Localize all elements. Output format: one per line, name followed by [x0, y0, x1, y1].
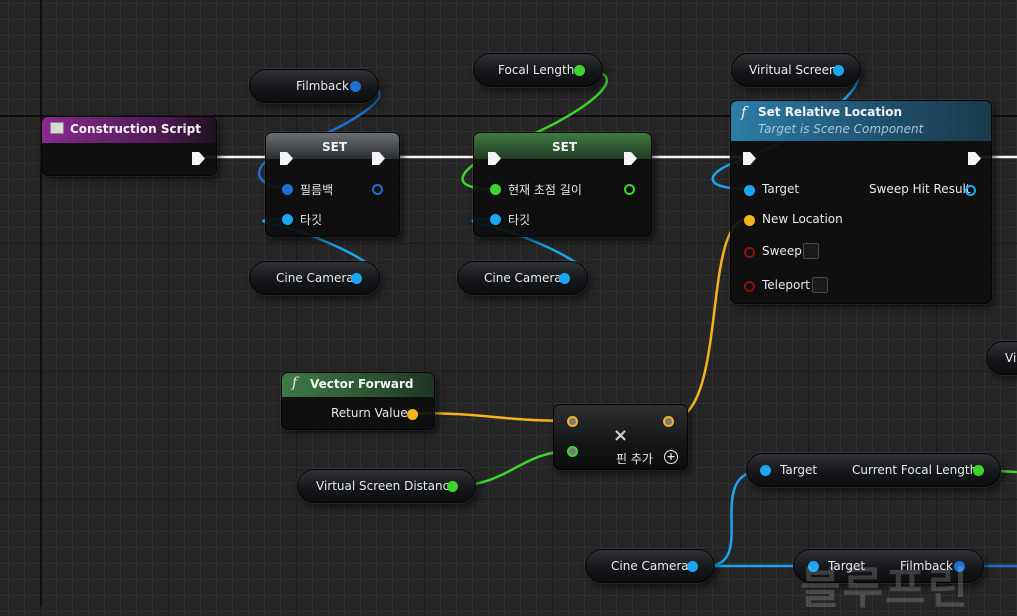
set1-exec-out-pin[interactable] — [372, 152, 385, 165]
set-focal-length-node[interactable]: SET 현재 초점 길이 타깃 — [473, 132, 652, 237]
cine-camera-output-pin-2[interactable] — [559, 273, 570, 284]
srl-teleport-label: Teleport — [762, 278, 810, 292]
filmback-getter-node[interactable]: Target Filmback — [793, 549, 984, 583]
focal-length-label: Focal Length — [498, 63, 575, 77]
set1-value-out-pin[interactable] — [372, 184, 383, 195]
multiply-node[interactable]: × 핀 추가 + — [553, 404, 688, 470]
filmback-getter-target-label: Target — [828, 559, 866, 573]
virtual-screen-distance-label: Virtual Screen Distance — [316, 479, 457, 493]
srl-target-label: Target — [762, 182, 800, 196]
srl-new-location-pin[interactable] — [744, 215, 755, 226]
offscreen-variable-node[interactable]: Vir — [986, 341, 1017, 375]
set2-header — [474, 133, 651, 159]
set-relative-location-title: Set Relative Location — [758, 105, 903, 119]
set2-value-pin[interactable] — [490, 184, 501, 195]
srl-sweep-hit-result-pin[interactable] — [965, 185, 976, 196]
srl-sweep-checkbox[interactable] — [803, 243, 819, 259]
exec-out-pin[interactable] — [192, 152, 205, 165]
srl-sweep-label: Sweep — [762, 244, 802, 258]
set1-title: SET — [322, 140, 348, 154]
filmback-output-pin[interactable] — [350, 81, 361, 92]
virtual-screen-distance-output-pin[interactable] — [447, 481, 458, 492]
set2-target-pin[interactable] — [490, 214, 501, 225]
cine-camera-variable-node-2[interactable]: Cine Camera — [457, 261, 588, 295]
multiply-output-pin[interactable] — [663, 416, 674, 427]
cine-camera-label-3: Cine Camera — [611, 559, 689, 573]
cine-camera-label-2: Cine Camera — [484, 271, 562, 285]
srl-sweep-pin[interactable] — [744, 247, 755, 258]
cine-camera-variable-node-3[interactable]: Cine Camera — [585, 549, 715, 583]
offscreen-variable-label: Vir — [1005, 351, 1017, 365]
set1-exec-in-pin[interactable] — [280, 152, 293, 165]
multiply-input-a-pin[interactable] — [567, 416, 578, 427]
set2-value-label: 현재 초점 길이 — [508, 183, 582, 197]
multiply-input-b-pin[interactable] — [567, 446, 578, 457]
function-icon: f — [741, 103, 747, 121]
set1-target-pin[interactable] — [282, 214, 293, 225]
add-pin-label: 핀 추가 — [616, 452, 653, 466]
set2-exec-in-pin[interactable] — [488, 152, 501, 165]
set1-target-label: 타깃 — [300, 213, 323, 227]
cfl-target-pin[interactable] — [760, 465, 771, 476]
construction-script-icon — [50, 122, 64, 134]
focal-length-output-pin[interactable] — [574, 65, 585, 76]
srl-exec-out-pin[interactable] — [968, 152, 981, 165]
set1-value-pin[interactable] — [282, 184, 293, 195]
vector-forward-title: Vector Forward — [310, 377, 414, 391]
filmback-getter-output-pin[interactable] — [954, 561, 965, 572]
virtual-screen-output-pin[interactable] — [833, 65, 844, 76]
set2-value-out-pin[interactable] — [624, 184, 635, 195]
filmback-getter-target-pin[interactable] — [808, 561, 819, 572]
cfl-output-pin[interactable] — [973, 465, 984, 476]
construction-script-node[interactable]: Construction Script — [41, 116, 217, 176]
set2-exec-out-pin[interactable] — [624, 152, 637, 165]
filmback-variable-label: Filmback — [296, 79, 349, 93]
vector-forward-function-icon: f — [292, 375, 298, 391]
srl-teleport-checkbox[interactable] — [812, 277, 828, 293]
srl-target-pin[interactable] — [744, 185, 755, 196]
vector-forward-return-pin[interactable] — [407, 409, 418, 420]
set-relative-location-subtitle: Target is Scene Component — [758, 122, 924, 136]
srl-exec-in-pin[interactable] — [743, 152, 756, 165]
srl-sweep-hit-result-label: Sweep Hit Result — [869, 182, 971, 196]
vector-forward-return-label: Return Value — [331, 406, 408, 420]
set-filmback-node[interactable]: SET 필름백 타깃 — [265, 132, 400, 237]
filmback-getter-output-label: Filmback — [900, 559, 953, 573]
vector-forward-node[interactable]: f Vector Forward Return Value — [281, 372, 435, 430]
set-relative-location-header — [731, 101, 991, 141]
vector-forward-header — [282, 373, 434, 397]
construction-script-title: Construction Script — [70, 122, 201, 136]
cine-camera-output-pin-3[interactable] — [687, 561, 698, 572]
set-relative-location-node[interactable]: f Set Relative Location Target is Scene … — [730, 100, 992, 304]
construction-script-header — [42, 117, 216, 143]
set1-value-label: 필름백 — [300, 183, 334, 197]
cine-camera-label-1: Cine Camera — [276, 271, 354, 285]
multiply-symbol-icon: × — [613, 425, 629, 446]
cine-camera-variable-node-1[interactable]: Cine Camera — [249, 261, 380, 295]
cfl-target-label: Target — [780, 463, 818, 477]
watermark-text: 블루프린 — [800, 563, 970, 614]
srl-teleport-pin[interactable] — [744, 281, 755, 292]
wire-vector-to-multiply — [411, 411, 573, 423]
virtual-screen-label: Viritual Screen — [749, 63, 837, 77]
set2-title: SET — [552, 140, 578, 154]
focal-length-variable-node[interactable]: Focal Length — [473, 53, 603, 87]
srl-new-location-label: New Location — [762, 212, 843, 226]
current-focal-length-node[interactable]: Target Current Focal Length — [746, 453, 1001, 487]
add-pin-icon[interactable]: + — [664, 450, 678, 464]
set2-target-label: 타깃 — [508, 213, 531, 227]
cfl-output-label: Current Focal Length — [852, 463, 978, 477]
filmback-variable-node[interactable]: Filmback — [249, 69, 379, 103]
virtual-screen-variable-node[interactable]: Viritual Screen — [731, 53, 861, 87]
virtual-screen-distance-variable-node[interactable]: Virtual Screen Distance — [297, 469, 476, 503]
cine-camera-output-pin-1[interactable] — [351, 273, 362, 284]
